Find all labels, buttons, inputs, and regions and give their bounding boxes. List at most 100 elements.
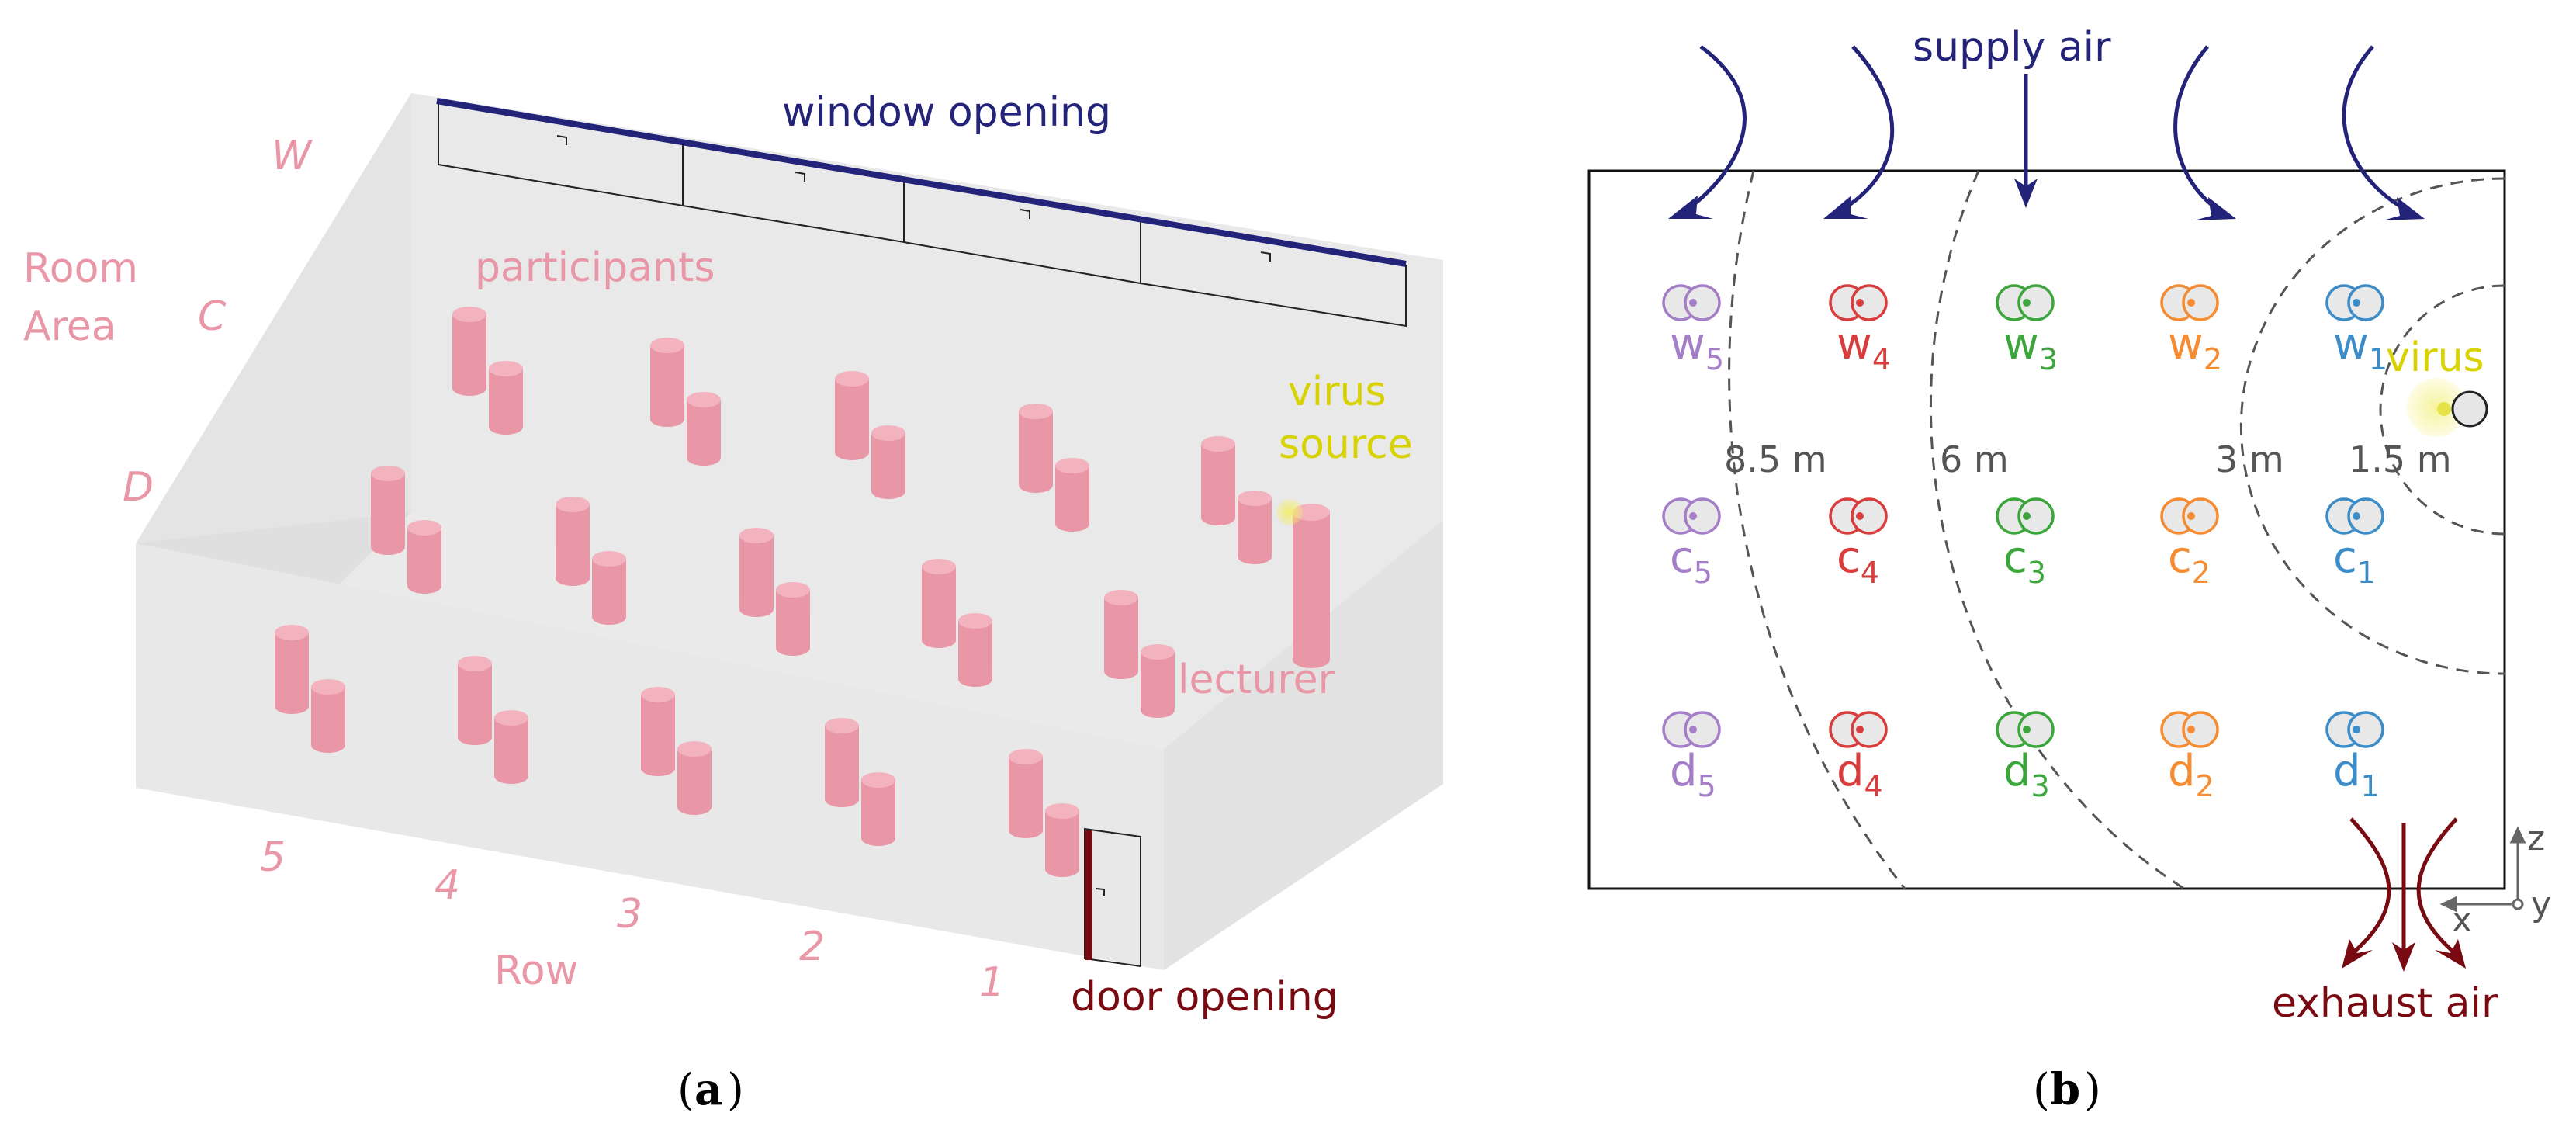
row-number-5: 5 xyxy=(260,834,286,881)
participant xyxy=(1009,749,1079,877)
exhaust-arrowheads xyxy=(2342,939,2466,972)
participant-cylinder-body xyxy=(1293,512,1330,668)
supply-arrowheads xyxy=(1668,179,2425,220)
participant-cylinder-body xyxy=(1201,444,1235,525)
seat-label: d3 xyxy=(2003,746,2050,803)
seat-source-dot xyxy=(1689,512,1697,520)
seat-label: d5 xyxy=(1670,746,1716,803)
exhaust-arrow-left xyxy=(2349,817,2391,956)
seat-d2: d2 xyxy=(2160,711,2219,803)
seat-number: 2 xyxy=(2196,769,2214,803)
seat-c5: c5 xyxy=(1662,497,1721,590)
participant-cylinder-top xyxy=(1055,458,1089,473)
supply-air-label: supply air xyxy=(1913,24,2111,71)
seat-number: 3 xyxy=(2027,556,2046,590)
participant-cylinder-top xyxy=(1104,590,1138,605)
seat-w1: w1 xyxy=(2325,284,2387,376)
participant-cylinder-top xyxy=(1141,644,1175,660)
lecturer-figure xyxy=(1293,504,1330,668)
room-back-wall xyxy=(411,93,1443,784)
seat-source-dot xyxy=(2353,299,2360,307)
contour-6m xyxy=(1929,170,2185,890)
seat-head-front xyxy=(2182,497,2219,535)
seat-letter: c xyxy=(2003,532,2027,583)
supply-arrow-4 xyxy=(2173,45,2222,213)
seat-d5: d5 xyxy=(1662,711,1721,803)
participant-cylinder-body xyxy=(311,687,345,753)
row-label: Row xyxy=(494,948,578,994)
seat-label: w3 xyxy=(2003,319,2058,376)
participant-cylinder-body xyxy=(489,369,523,435)
distance-contours xyxy=(1728,170,2505,890)
participant-cylinder-body xyxy=(275,633,309,714)
participant-cylinder-top xyxy=(494,710,528,726)
participant-cylinder-body xyxy=(1045,811,1079,877)
seat-c1: c1 xyxy=(2325,497,2384,590)
seat-label: w4 xyxy=(1837,319,1891,376)
participant-cylinder-body xyxy=(739,536,774,617)
participant xyxy=(825,718,895,846)
caption-a-close: ) xyxy=(727,1065,744,1115)
seat-label: c5 xyxy=(1670,532,1712,590)
participant-cylinder-top xyxy=(687,392,721,407)
participant-cylinder-body xyxy=(687,400,721,466)
seat-letter: c xyxy=(1837,532,1861,583)
row-number-4: 4 xyxy=(435,862,460,909)
seat-number: 4 xyxy=(1864,769,1883,803)
seat-number: 4 xyxy=(1861,556,1879,590)
seat-label: c4 xyxy=(1837,532,1879,590)
seat-number: 1 xyxy=(2361,769,2380,803)
seat-head-front xyxy=(2017,711,2055,748)
seat-w3: w3 xyxy=(1996,284,2058,376)
seat-source-dot xyxy=(2187,512,2195,520)
caption-b-open: ( xyxy=(2033,1065,2050,1115)
seat-letter: w xyxy=(2168,319,2204,369)
axis-z-head xyxy=(2509,826,2526,844)
participant-cylinder-body xyxy=(641,695,675,776)
row-number-2: 2 xyxy=(799,924,825,970)
participant-cylinder-top xyxy=(835,371,869,387)
distance-label-8-5m: 8.5 m xyxy=(1724,439,1827,480)
exhaust-head-right xyxy=(2435,939,2466,969)
participant xyxy=(739,528,810,656)
distance-label-6m: 6 m xyxy=(1940,439,2009,480)
axis-y-origin xyxy=(2512,898,2524,910)
contour-3m xyxy=(2239,177,2505,675)
distance-label-3m: 3 m xyxy=(2215,439,2284,480)
distance-label-1-5m: 1.5 m xyxy=(2349,439,2452,480)
participant-cylinder-top xyxy=(871,425,905,441)
participant-cylinder-top xyxy=(650,338,684,353)
seat-head-front xyxy=(2347,497,2384,535)
seat-head-front xyxy=(2017,497,2055,535)
supply-head-4 xyxy=(2194,197,2236,220)
seat-head-front xyxy=(1851,497,1888,535)
participant-cylinder-body xyxy=(1141,652,1175,718)
seat-head-front xyxy=(2347,711,2384,748)
seat-label: d4 xyxy=(1837,746,1883,803)
seat-head-front xyxy=(1851,711,1888,748)
exhaust-head-mid xyxy=(2392,942,2415,972)
participant-cylinder-body xyxy=(556,504,590,586)
supply-arrow-5 xyxy=(2342,45,2411,213)
contour-1-5m xyxy=(2379,284,2505,536)
exhaust-air-arrows xyxy=(2349,817,2458,956)
seat-letter: w xyxy=(1837,319,1872,369)
supply-head-3 xyxy=(2014,179,2038,208)
participant-cylinder-body xyxy=(835,379,869,460)
participant-cylinder-top xyxy=(1009,749,1043,764)
supply-arrow-1 xyxy=(1684,44,1747,213)
caption-b-close: ) xyxy=(2084,1065,2101,1115)
seat-head-front xyxy=(2017,284,2055,321)
participant-cylinder-top xyxy=(371,466,405,481)
participant xyxy=(835,371,905,499)
supply-head-5 xyxy=(2383,197,2425,220)
participant-cylinder-top xyxy=(452,307,486,322)
source-label-a: source xyxy=(1279,421,1413,468)
seat-head-front xyxy=(2182,284,2219,321)
seat-source-dot xyxy=(2023,726,2031,733)
exhaust-air-label: exhaust air xyxy=(2272,980,2498,1027)
participant-cylinder-top xyxy=(592,551,626,567)
seat-label: d2 xyxy=(2168,746,2214,803)
participant-cylinder-body xyxy=(1104,598,1138,679)
axis-z-label: z xyxy=(2527,819,2545,858)
